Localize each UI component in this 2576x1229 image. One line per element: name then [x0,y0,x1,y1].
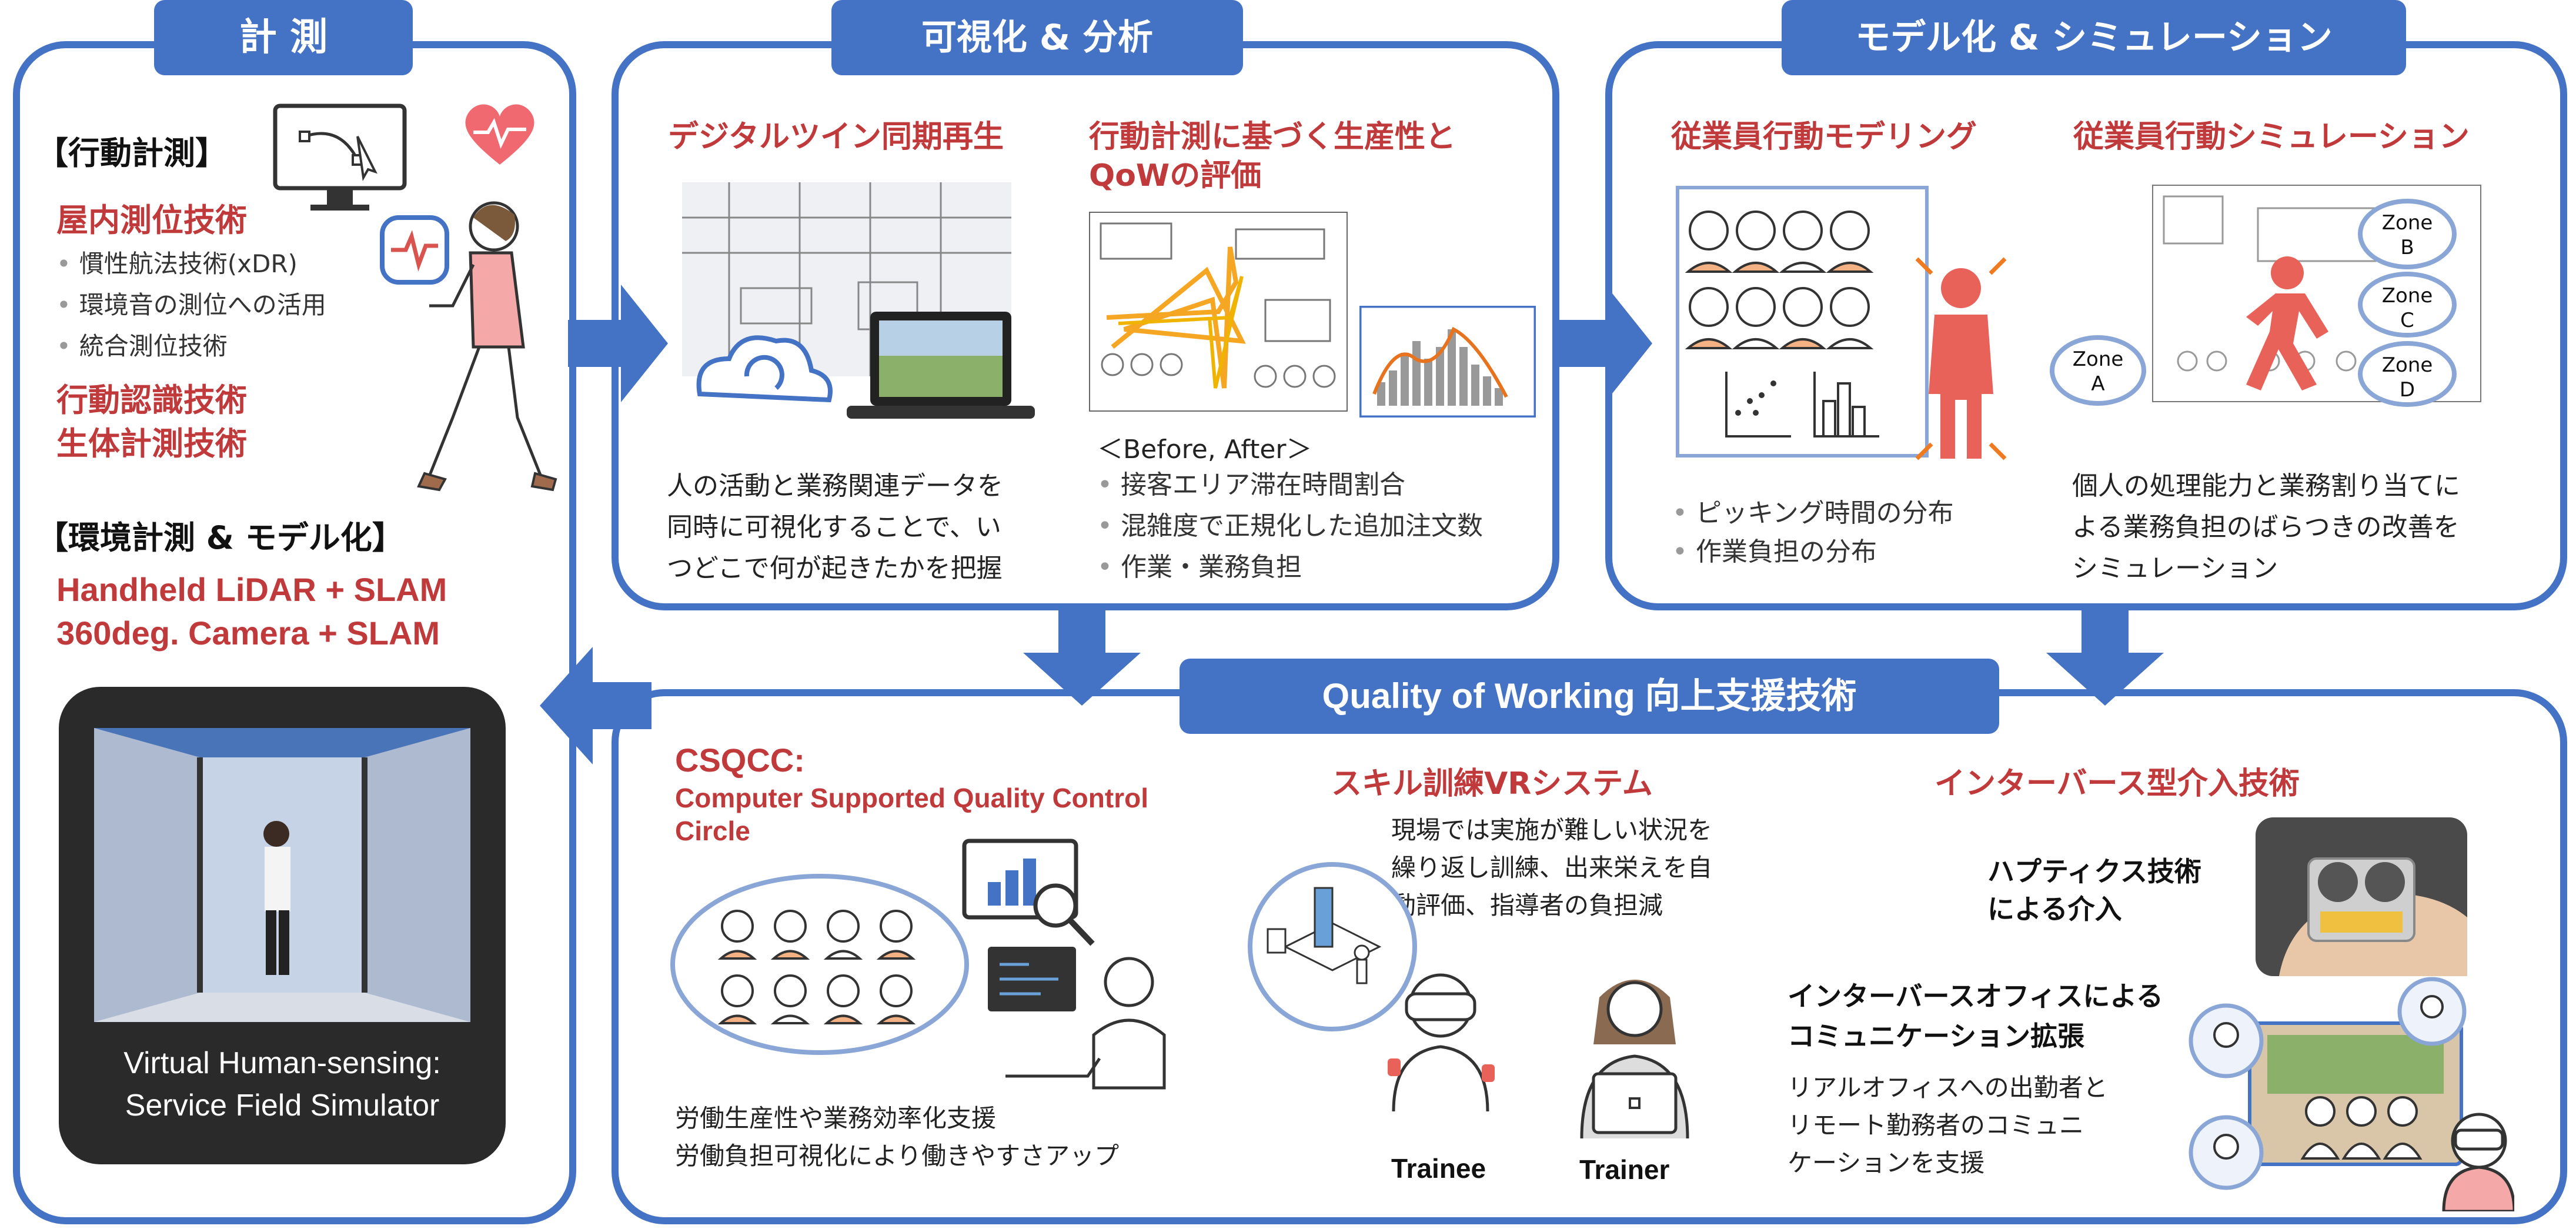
simulator-caption-2: Service Field Simulator [125,1088,440,1123]
eval-bullets: •接客エリア滞在時間割合 •混雑度で正規化した追加注文数 •作業・業務負担 [1097,465,1483,588]
worker-at-computer-icon [988,947,1166,1090]
haptics-text-1: ハプティクス技術 [1987,856,2201,887]
arrow-qow-to-measure [540,647,651,764]
camera-text: 360deg. Camera + SLAM [56,614,440,652]
simulator-room-illustration [94,728,470,1022]
bullet-item: •ピッキング時間の分布 [1672,498,1954,528]
sim-title: 従業員行動シミュレーション [2073,119,2470,155]
analytics-monitor-icon [962,839,1095,946]
histogram-inset-icon [1359,306,1536,418]
vr-description: 現場では実施が難しい状況を 繰り返し訓練、出来栄えを自 動評価、指導者の負担減 [1391,816,1713,920]
twin-title: デジタルツイン同期再生 [668,119,1004,155]
arrow-model-down [2046,606,2164,706]
person-model-icon [1915,257,2007,460]
haptics-text-2: による介入 [1987,893,2122,925]
office-description: リアルオフィスへの出勤者と リモート勤務者のコミュニ ケーションを支援 [1788,1073,2108,1177]
trainee-vr-icon [1388,973,1495,1112]
bullet-item: •接客エリア滞在時間割合 [1097,470,1405,500]
behavior-recognition-title: 行動認識技術 [56,382,247,419]
trainer-label: Trainer [1579,1154,1670,1185]
eval-title-1: 行動計測に基づく生産性と [1089,119,1456,155]
trainee-label: Trainee [1391,1153,1486,1184]
csqcc-subtitle-1: Computer Supported Quality Control [675,783,1148,813]
before-after-label: ＜Before, After＞ [1097,435,1312,465]
csqcc-description: 労働生産性や業務効率化支援 労働負担可視化により働きやすさアップ [675,1104,1120,1170]
bullet-item: •環境音の測位への活用 [56,290,326,319]
vr-scene-bubble-icon [1248,862,1417,1031]
trainer-laptop-icon [1580,980,1689,1139]
bullet-item: •統合測位技術 [56,332,228,360]
bullet-item: •慣性航法技術(xDR) [56,249,298,278]
digital-twin-illustration [682,182,1035,419]
virtual-office-illustration [2189,977,2514,1211]
qow-tab: Quality of Working 向上支援技術 [1180,659,1999,734]
sim-description: 個人の処理能力と業務割り当てに よる業務負担のばらつきの改善を シミュレーション [2072,471,2460,583]
simulator-caption-1: Virtual Human-sensing: [123,1046,441,1080]
simulator-photo: Virtual Human-sensing: Service Field Sim… [59,687,506,1164]
measurement-tab: 計 測 [154,0,413,75]
behavior-heading: 【行動計測】 [36,135,227,172]
employee-faces-icon [1685,211,1879,438]
twin-description: 人の活動と業務関連データを 同時に可視化することで、い つどこで何が起きたかを把… [667,471,1003,583]
interverse-title: インターバース型介入技術 [1934,766,2300,801]
team-circle-icon [670,874,969,1055]
office-text-2: コミュニケーション拡張 [1788,1020,2085,1052]
indoor-positioning-title: 屋内測位技術 [56,202,247,239]
lidar-text: Handheld LiDAR + SLAM [56,571,447,608]
monitor-icon [273,103,407,211]
bullet-item: •作業・業務負担 [1097,552,1302,582]
biometric-title: 生体計測技術 [56,425,247,462]
positioning-bullets: •慣性航法技術(xDR) •環境音の測位への活用 •統合測位技術 [56,243,326,367]
walking-person-icon [380,201,557,492]
model-bullets: •ピッキング時間の分布 •作業負担の分布 [1672,494,1954,572]
csqcc-title: CSQCC: [675,742,805,779]
bullet-item: •混雑度で正規化した追加注文数 [1097,511,1483,541]
arrow-measure-to-visualize [568,285,668,402]
visualization-tab: 可視化 & 分析 [831,0,1243,75]
haptic-device-photo [2256,817,2467,976]
heart-icon [465,104,534,165]
modeling-illustration [1676,186,1929,457]
arrow-visualize-down [1023,606,1141,706]
csqcc-subtitle-2: Circle [675,816,750,846]
env-heading: 【環境計測 & モデル化】 [36,519,404,556]
arrow-visualize-to-model [1552,285,1652,402]
modeling-tab: モデル化 & シミュレーション [1782,0,2406,75]
office-text-1: インターバースオフィスによる [1788,980,2163,1012]
vr-title: スキル訓練VRシステム [1331,766,1653,801]
floor-plan-traces [1089,212,1348,412]
model-title: 従業員行動モデリング [1671,119,1977,155]
bullet-item: •作業負担の分布 [1672,537,1877,567]
eval-title-2: QoWの評価 [1089,158,1262,193]
